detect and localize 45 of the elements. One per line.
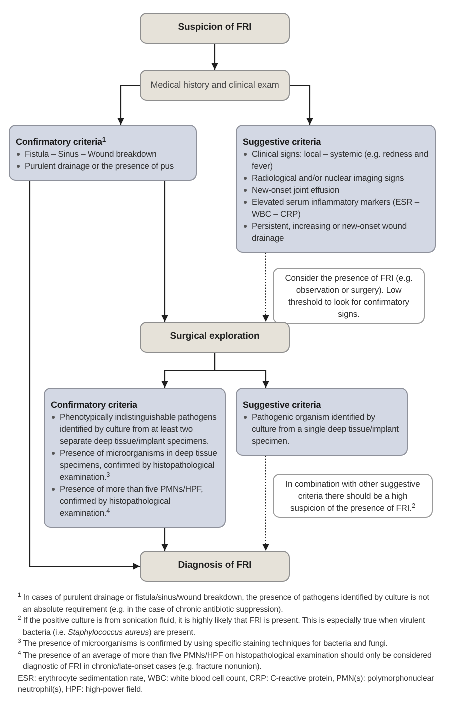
- criteria-heading: Suggestive criteria: [243, 136, 322, 148]
- criteria-box: [9, 125, 197, 181]
- criteria-heading: Confirmatory criteria$^{1}$: [16, 136, 107, 148]
- arrow: [214, 353, 270, 388]
- criteria-item: Radiological and/or nuclear imaging signs: [252, 172, 404, 184]
- arrow: [290, 84, 314, 125]
- criteria-item: Phenotypically indistinguishable pathogens identified by culture from at least two separate deep tissue/implant specimens.: [60, 411, 218, 447]
- step-label: Surgical exploration: [170, 331, 260, 342]
- criteria-box: [236, 388, 408, 456]
- criteria-box: [44, 388, 226, 528]
- note-box: [273, 474, 433, 518]
- criteria-item: Purulent drainage or the presence of pus: [25, 160, 174, 172]
- arrow: [212, 44, 218, 70]
- abbreviations-note: ESR: erythrocyte sedimentation rate, WBC: white blood cell count, CRP: C-reactive protein, PMN(s): polymorphonuclear neutrophil(s), HPF: high-power field.: [18, 672, 436, 696]
- process-box: [140, 13, 290, 44]
- arrow: [29, 181, 140, 570]
- footnote: $^{4}$ The presence of an average of more than five PMNs/HPF on histopathological examination should only be considered diagnostic of FRI in chronic/late-onset cases (e.g. fracture nonunion).: [18, 650, 433, 672]
- note-text: Consider the presence of FRI (e.g. observation or surgery). Low threshold to look for confirmatory signs.: [285, 273, 413, 319]
- dotted-arrow: [262, 456, 270, 552]
- arrow: [162, 528, 168, 551]
- note-box: [273, 268, 425, 324]
- criteria-heading: Suggestive criteria: [243, 399, 322, 411]
- criteria-item: Presence of microorganisms in deep tissue specimens, confirmed by histopathological examination.$^{3}$: [60, 447, 218, 483]
- criteria-item: Pathogenic organism identified by culture from a single deep tissue/implant specimen.: [252, 411, 400, 447]
- step-label: Medical history and clinical exam: [150, 80, 280, 90]
- criteria-heading: Confirmatory criteria: [51, 399, 138, 411]
- criteria-item: New-onset joint effusion: [252, 184, 340, 196]
- criteria-item: Elevated serum inflammatory markers (ESR – WBC – CRP): [252, 196, 421, 220]
- criteria-box: [236, 125, 436, 253]
- footnote: $^{3}$ The presence of microorganisms is confirmed by using specific staining techniques for bacteria and fungi.: [18, 638, 389, 650]
- footnote: $^{2}$ If the positive culture is from sonication fluid, it is highly likely that FRI is present. This is especially true when virulent bacteria (i.e. Staphylococcus aureus) are present.: [18, 615, 426, 638]
- step-label: Diagnosis of FRI: [178, 560, 252, 572]
- criteria-item: Presence of more than five PMNs/HPF, confirmed by histopathological examination.$^{4}$: [60, 483, 204, 519]
- process-box: [140, 551, 290, 582]
- process-box: [140, 70, 290, 101]
- process-box: [140, 322, 290, 353]
- footnote: $^{1}$ In cases of purulent drainage or fistula/sinus/wound breakdown, the presence of pathogens identified by culture is not an absolute requirement (e.g. in the case of chronic antibiotic suppression).: [18, 592, 430, 615]
- arrow: [118, 84, 140, 125]
- arrow: [162, 181, 168, 322]
- criteria-item: Fistula – Sinus – Wound breakdown: [25, 148, 157, 160]
- step-label: Suspicion of FRI: [178, 22, 252, 34]
- criteria-item: Clinical signs: local – systemic (e.g. redness and fever): [252, 148, 429, 172]
- dotted-arrow: [262, 252, 270, 322]
- note-text: In combination with other suggestive criteria there should be a high suspicion of the presence of FRI.$^{2}$: [286, 479, 420, 513]
- criteria-item: Persistent, increasing or new-onset wound drainage: [252, 220, 408, 244]
